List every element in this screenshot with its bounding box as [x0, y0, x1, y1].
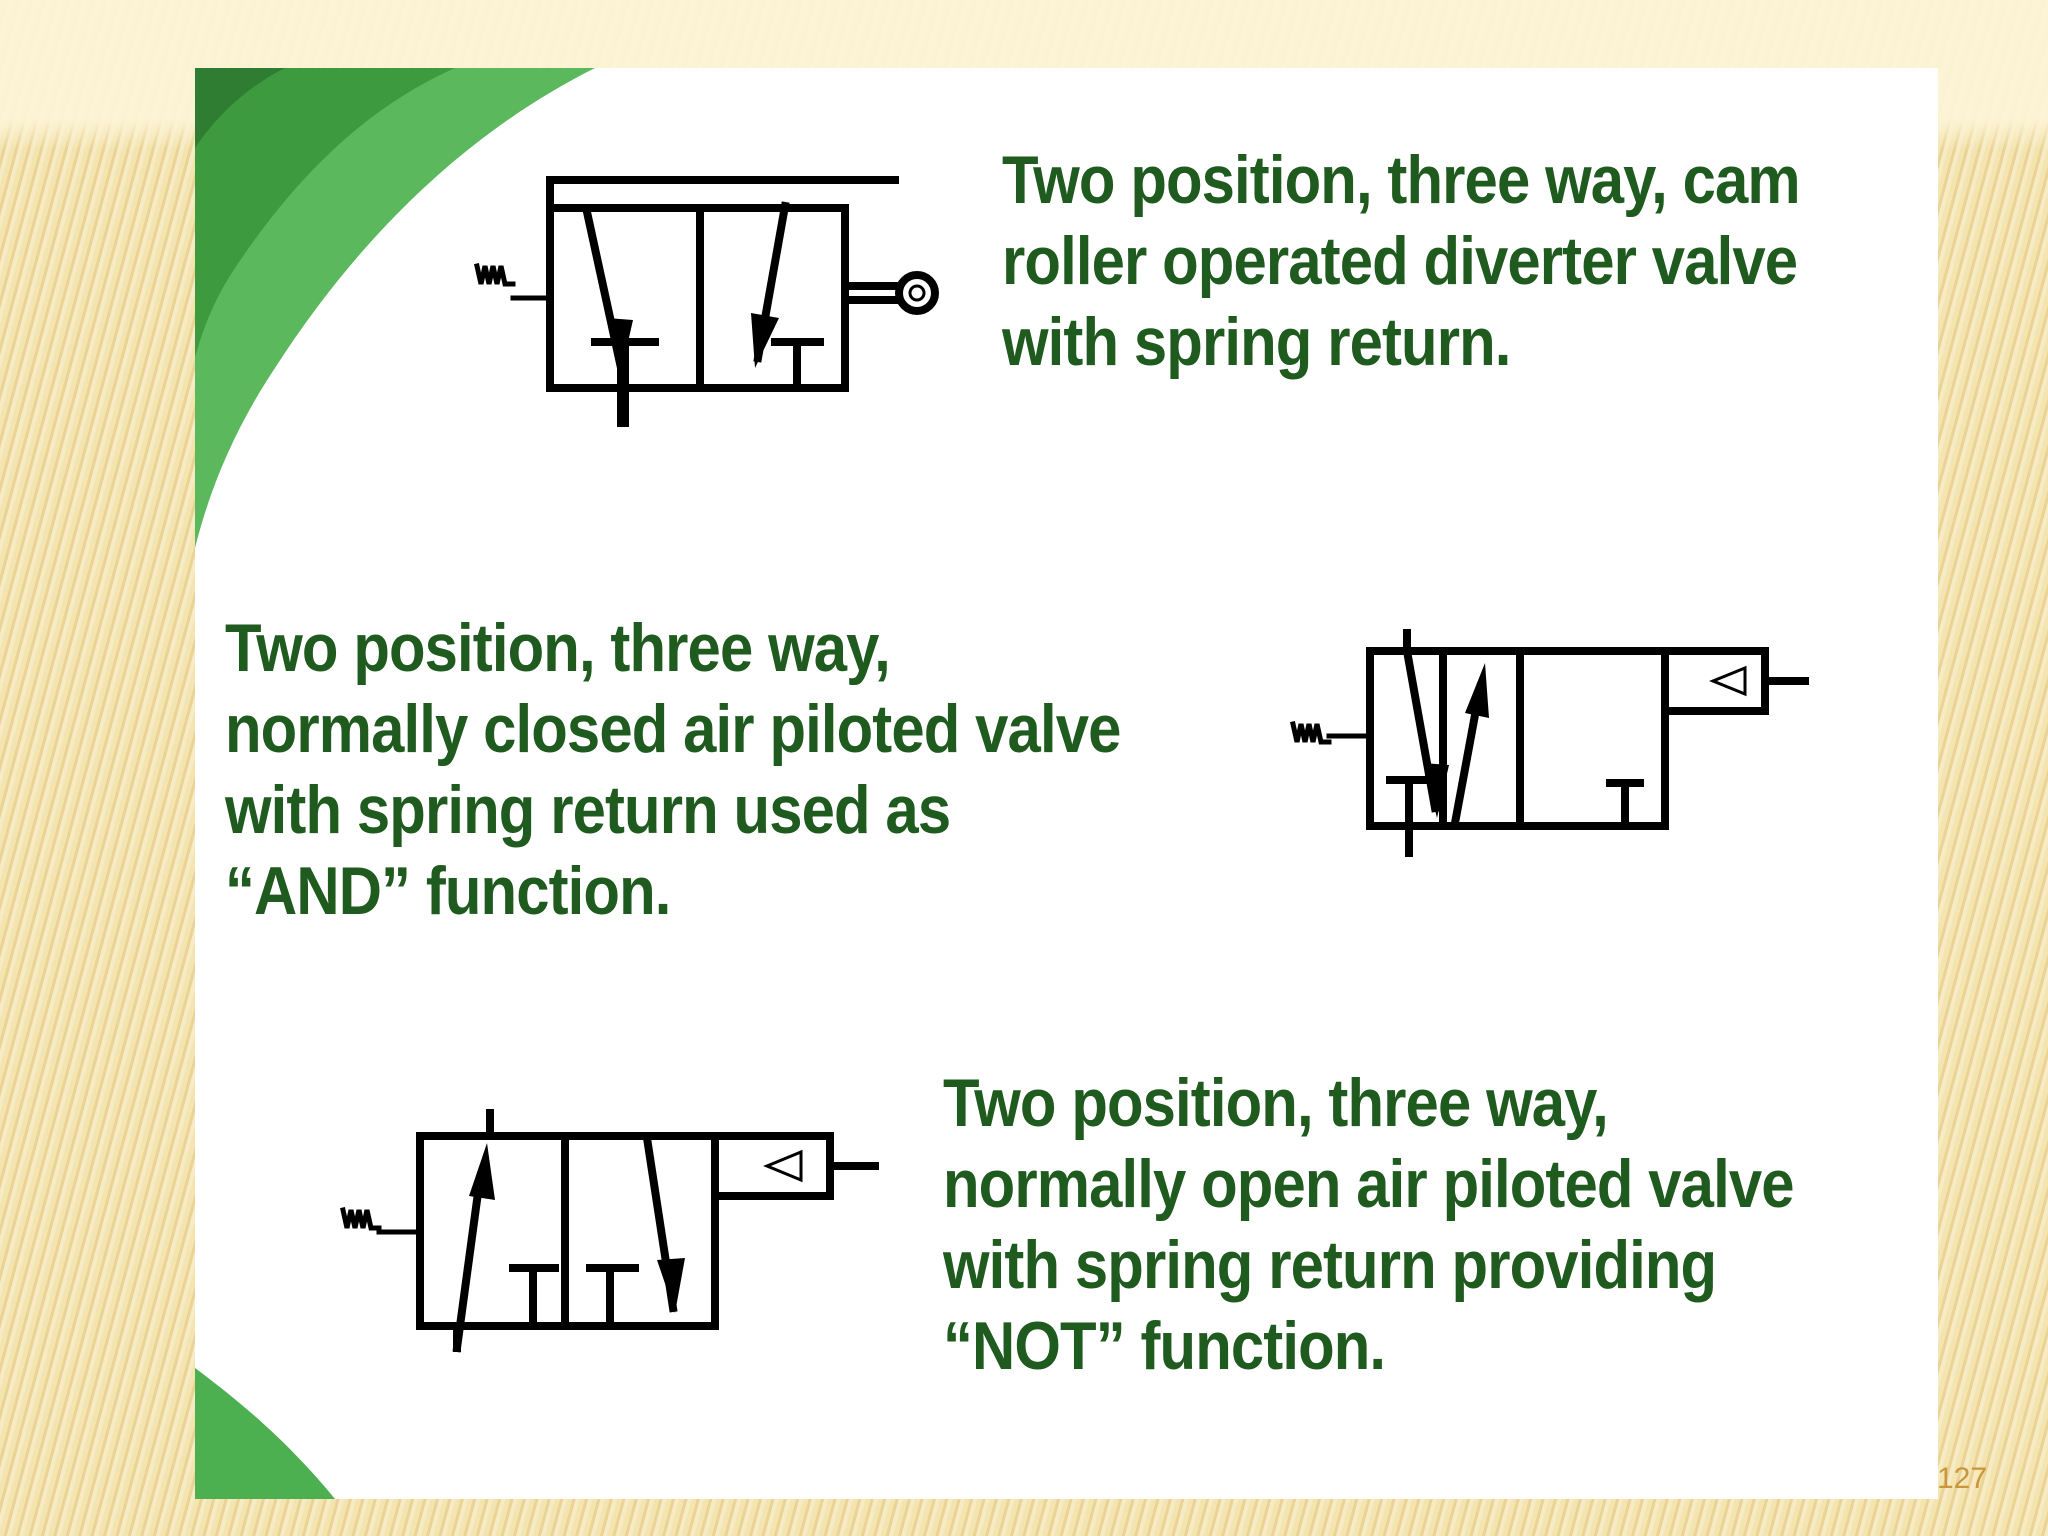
air-piloted-nc-3-2-valve-symbol [1290, 629, 1809, 857]
valve-3-caption: Two position, three way, normally open a… [943, 1065, 1795, 1384]
page-number: 127 [1937, 1462, 1988, 1495]
cam-roller-3-2-valve-symbol [474, 176, 939, 427]
air-piloted-no-3-2-valve-symbol [340, 1109, 879, 1353]
slide-content: Two position, three way, cam roller oper… [195, 68, 1938, 1499]
valve-1-caption: Two position, three way, cam roller oper… [1002, 142, 1801, 380]
valve-2-caption: Two position, three way, normally closed… [225, 610, 1121, 929]
green-swoosh-decoration [195, 68, 595, 1499]
